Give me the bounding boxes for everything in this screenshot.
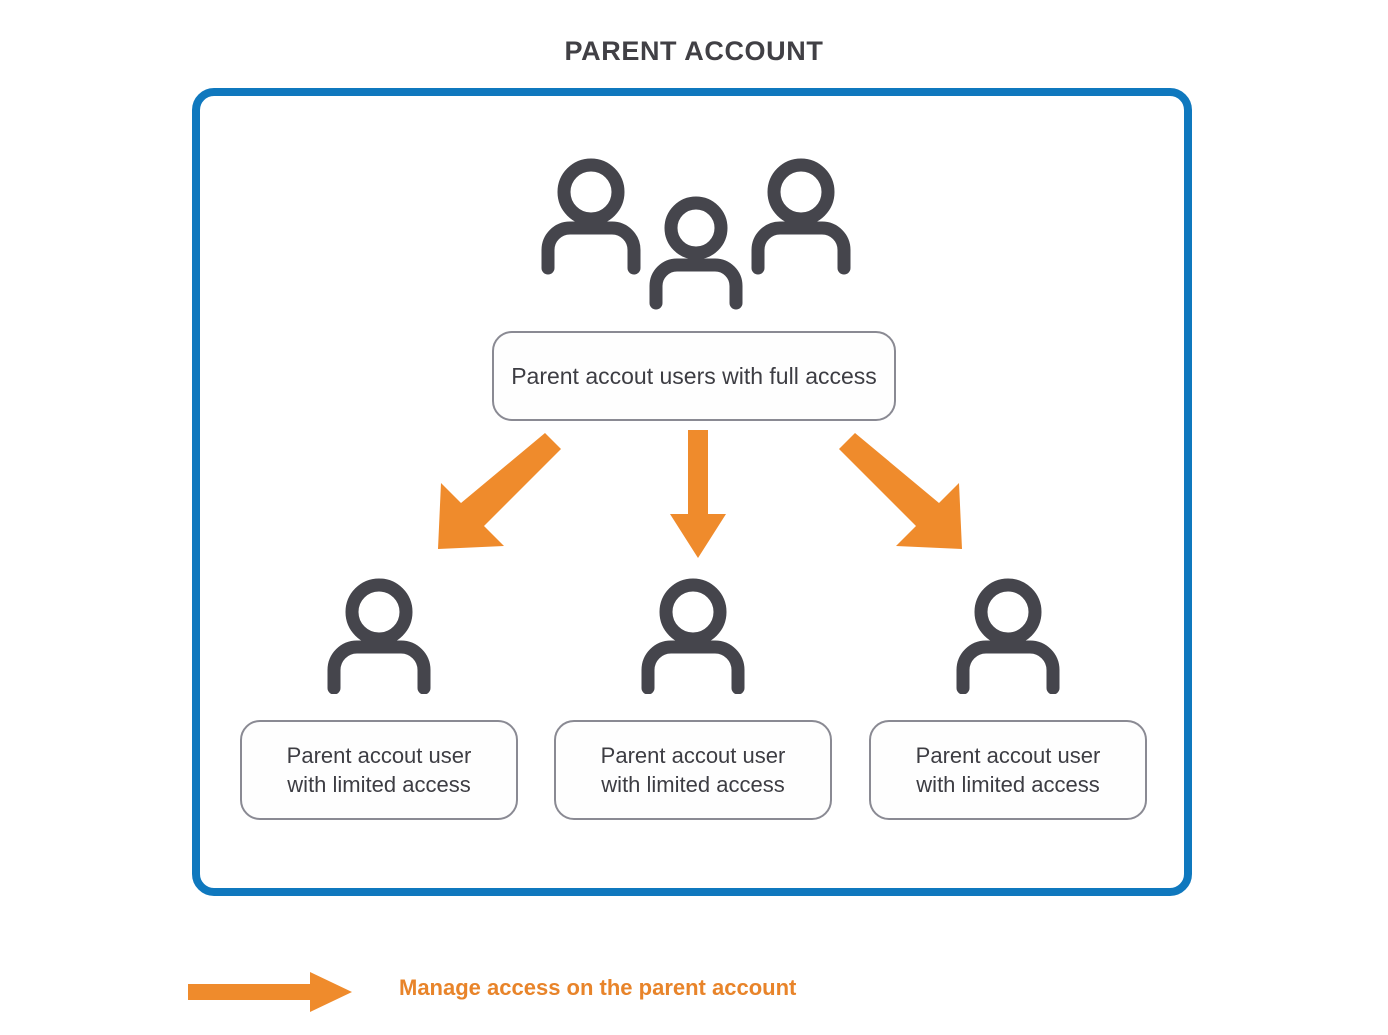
legend-label: Manage access on the parent account (399, 975, 797, 1000)
limited-access-label-line-2: with limited access (916, 772, 1100, 797)
page-title: PARENT ACCOUNT (564, 36, 824, 66)
arrow-to-limited-user-2 (670, 430, 726, 558)
limited-access-label-line-2: with limited access (601, 772, 785, 797)
limited-access-label-box: Parent accout user with limited access (554, 720, 832, 820)
full-access-label-box: Parent accout users with full access (492, 331, 896, 421)
legend: Manage access on the parent account (186, 962, 886, 1018)
person-icon (946, 578, 1070, 694)
limited-access-label-line-1: Parent accout user (286, 742, 472, 768)
arrow-to-limited-user-3 (839, 433, 962, 549)
group-of-users-icon (528, 158, 864, 318)
limited-access-label-box: Parent accout user with limited access (240, 720, 518, 820)
right-arrow-icon (188, 972, 352, 1012)
person-icon (631, 578, 755, 694)
person-icon (317, 578, 441, 694)
arrow-to-limited-user-1 (438, 433, 561, 549)
limited-access-label-line-2: with limited access (287, 772, 471, 797)
full-access-label-text: Parent accout users with full access (511, 362, 877, 389)
limited-access-label-line-1: Parent accout user (600, 742, 786, 768)
limited-access-label-box: Parent accout user with limited access (869, 720, 1147, 820)
limited-access-label-line-1: Parent accout user (915, 742, 1101, 768)
